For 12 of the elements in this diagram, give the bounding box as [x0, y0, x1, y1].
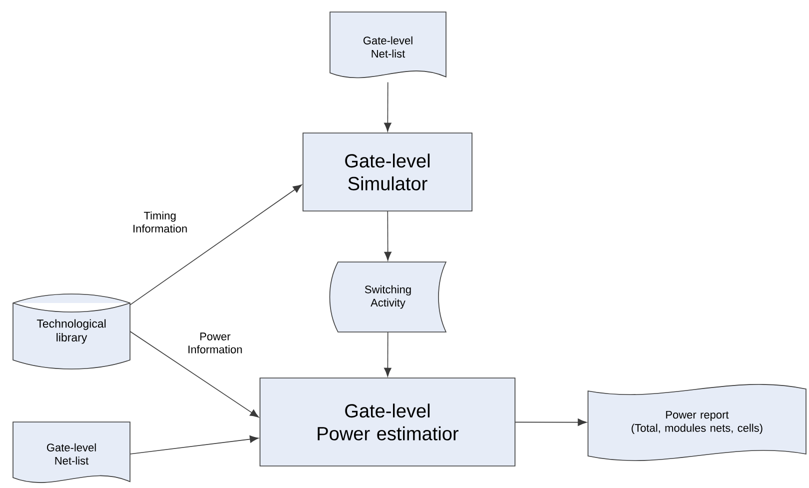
process-box: Gate-level Power estimatior [260, 378, 516, 466]
arrow [384, 82, 392, 132]
edge-label: Power Information [188, 332, 242, 354]
process-box: Gate-level Simulator [302, 132, 472, 212]
edge-label: Timing Information [134, 211, 187, 233]
arrow [130, 184, 302, 306]
arrow [384, 332, 392, 377]
database-cylinder: Technological library [12, 294, 130, 370]
arrow [514, 418, 587, 426]
arrow [384, 210, 392, 261]
arrow [130, 331, 259, 418]
arrow [130, 436, 259, 454]
